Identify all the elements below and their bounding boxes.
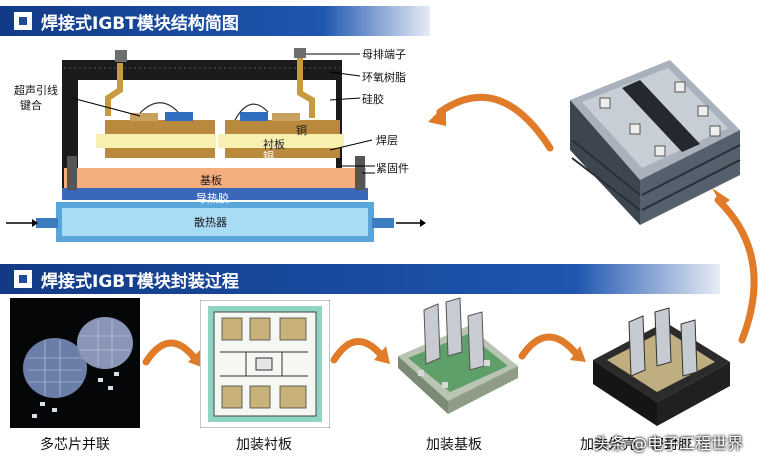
- step-caption-4: 加装外壳、密封胶: [580, 437, 692, 453]
- section-title: 焊接式IGBT模块封装过程: [41, 271, 239, 292]
- label-fastener: 紧固件: [376, 162, 409, 175]
- label-silicone: 硅胶: [362, 93, 384, 106]
- label-wire-bond-1: 超声引线: [14, 84, 58, 97]
- housing-photo: [593, 307, 730, 426]
- section-title: 焊接式IGBT模块结构简图: [41, 13, 239, 34]
- arrow-step-3: [518, 333, 582, 360]
- baseplate: [64, 168, 366, 188]
- arrow-to-module: [714, 196, 758, 344]
- copper-layer-left: [105, 120, 215, 134]
- banner-bullet-icon: [14, 12, 32, 30]
- substrate-board-photo: [200, 300, 330, 428]
- label-substrate: 衬板: [263, 138, 285, 151]
- bond-wire: [139, 102, 179, 114]
- label-thermal-grease: 导热胶: [196, 192, 229, 205]
- terminal-left: [105, 63, 123, 116]
- watermark: 头条 @电子工程世界: [594, 434, 744, 453]
- step-caption-3: 加装基板: [426, 437, 482, 453]
- igbt-module-photo: [570, 60, 741, 225]
- igbt-chip: [165, 112, 193, 121]
- copper-layer-right: [225, 120, 340, 134]
- substrate-right: [218, 134, 344, 148]
- section-banner-process: 焊接式IGBT模块封装过程: [0, 264, 720, 294]
- label-baseplate: 基板: [200, 174, 222, 187]
- label-solder: 焊层: [376, 134, 398, 147]
- step-caption-1: 多芯片并联: [40, 437, 110, 453]
- fastener-right: [355, 156, 365, 190]
- label-terminal: 母排端子: [362, 48, 406, 61]
- baseplate-photo: [398, 297, 518, 414]
- banner-bullet-icon: [14, 270, 32, 288]
- fastener-left: [67, 156, 77, 190]
- label-epoxy: 环氧树脂: [362, 71, 406, 84]
- arrow-step-2: [330, 337, 386, 364]
- arrow-step-1: [142, 339, 200, 366]
- label-wire-bond-2: 键合: [20, 99, 42, 112]
- wafer-photo: [10, 298, 140, 428]
- label-copper: 铜: [263, 150, 274, 163]
- section-banner-structure: 焊接式IGBT模块结构简图: [0, 6, 430, 36]
- label-copper-top: 铜: [296, 124, 307, 137]
- label-heatsink: 散热器: [194, 216, 227, 229]
- substrate-left: [96, 134, 216, 148]
- step-caption-2: 加装衬板: [236, 437, 292, 453]
- terminal-right: [297, 53, 315, 118]
- arrow-to-structure: [436, 93, 554, 152]
- structure-diagram: [6, 48, 426, 242]
- thermal-grease-layer: [62, 188, 368, 200]
